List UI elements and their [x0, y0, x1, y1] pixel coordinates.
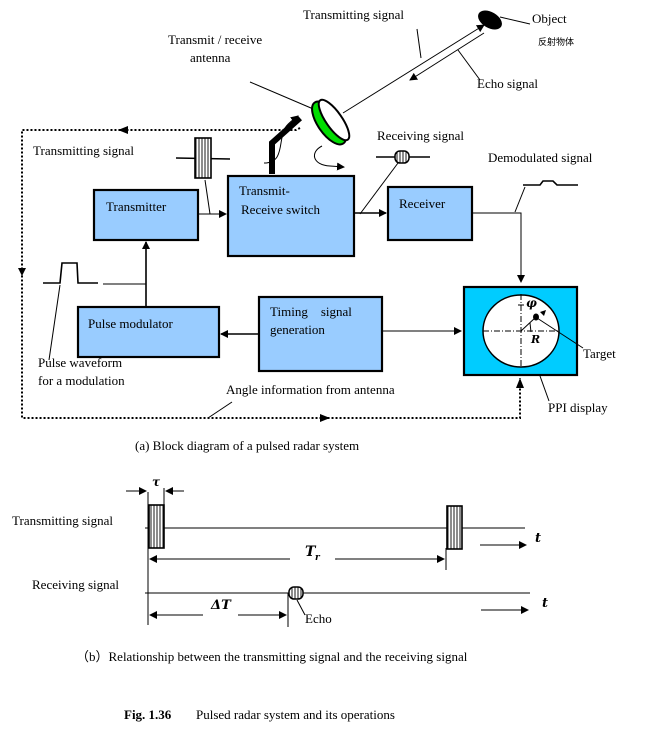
caption-b: （b）Relationship between the transmitting…: [76, 649, 468, 664]
target-label: Target: [583, 346, 616, 361]
r-symbol: R: [530, 333, 540, 346]
pulse-modulator-block: [76, 305, 221, 359]
caption-a: (a) Block diagram of a pulsed radar syst…: [135, 438, 359, 453]
transmitting-signal-top-label: Transmitting signal: [303, 7, 404, 22]
pulse-waveform-label-line1: Pulse waveform: [38, 355, 122, 370]
timing-label-line1: Timing signal: [270, 304, 352, 319]
ppi-display-label: PPI display: [548, 400, 608, 415]
modulation-pulse-waveform: [43, 262, 98, 284]
object-reflector: [478, 10, 502, 30]
period-subscript: r: [315, 553, 321, 563]
antenna-label-line1: Transmit / receive: [168, 32, 262, 47]
timing-diagram: τ Transmitting signal T r t Receiving si…: [12, 475, 548, 627]
receive-pulse-glyph: [376, 150, 430, 164]
period-symbol: T: [305, 544, 317, 560]
fig-title: Pulsed radar system and its operations: [196, 707, 395, 722]
ppi-display: φ R: [462, 285, 579, 377]
receiver-label: Receiver: [399, 196, 446, 211]
antenna-icon: [269, 98, 351, 174]
transmit-receive-switch-block: [226, 174, 356, 258]
switch-label-line2: Receive switch: [241, 202, 321, 217]
transmit-beam-arrow: [342, 24, 485, 114]
time-axis-label-1: t: [535, 531, 541, 546]
transmitter-label: Transmitter: [106, 199, 167, 214]
echo-pulse: [288, 586, 304, 600]
receiver-block: [386, 185, 474, 242]
pulse-waveform-label-line2: for a modulation: [38, 373, 125, 388]
transmit-pulse-2: [446, 505, 463, 550]
pulse-modulator-label: Pulse modulator: [88, 316, 174, 331]
object-cn-label: 反射物体: [538, 36, 574, 48]
switch-label-line1: Transmit-: [239, 183, 290, 198]
receiving-signal-axis-label: Receiving signal: [32, 577, 119, 592]
demodulated-signal-label: Demodulated signal: [488, 150, 593, 165]
transmit-pulse-glyph: [175, 137, 231, 179]
object-label: Object: [532, 11, 567, 26]
angle-info-label: Angle information from antenna: [226, 382, 395, 397]
time-axis-label-2: t: [542, 596, 548, 611]
transmitting-signal-axis-label: Transmitting signal: [12, 513, 113, 528]
receiving-signal-label: Receiving signal: [377, 128, 464, 143]
tau-symbol: τ: [152, 475, 161, 489]
antenna-label-line2: antenna: [190, 50, 231, 65]
phi-symbol: φ: [526, 296, 537, 310]
echo-label: Echo: [305, 611, 332, 626]
echo-signal-label: Echo signal: [477, 76, 538, 91]
fig-number: Fig. 1.36: [124, 707, 172, 722]
transmit-pulse-1: [148, 504, 165, 549]
demodulated-waveform: [523, 180, 578, 186]
echo-beam-arrow: [409, 32, 485, 81]
transmitter-block: [92, 188, 200, 242]
transmitting-signal-left-label: Transmitting signal: [33, 143, 134, 158]
delay-symbol: ΔT: [210, 598, 232, 613]
timing-label-line2: generation: [270, 322, 325, 337]
